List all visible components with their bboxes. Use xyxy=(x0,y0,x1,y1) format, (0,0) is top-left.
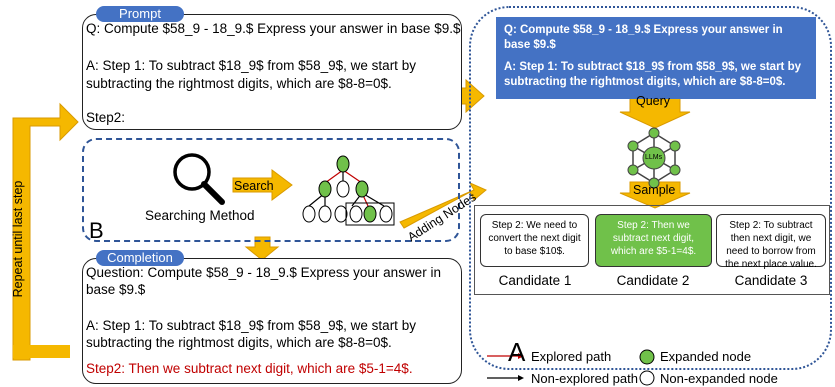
panel-a-letter: A xyxy=(508,337,526,367)
completion-step2: Step2: Then we subtract next digit, whic… xyxy=(86,361,413,376)
prompt-step2: Step2: xyxy=(86,110,126,125)
repeat-loop-label: Repeat until last step xyxy=(11,180,25,298)
legend-non-expanded-label: Non-expanded node xyxy=(660,371,778,386)
legend-non-expanded-node xyxy=(639,370,655,386)
legend-explored-label: Explored path xyxy=(531,349,612,364)
candidate-1-text: Step 2: We need to convert the next digi… xyxy=(488,220,581,257)
search-panel xyxy=(82,138,460,242)
sample-label: Sample xyxy=(633,183,676,197)
completion-question-line1: Question: Compute $58_9 - 18_9.$ Express… xyxy=(86,265,441,280)
completion-box xyxy=(82,258,462,384)
candidate-3-label: Candidate 3 xyxy=(734,273,808,288)
search-tree xyxy=(302,155,395,226)
candidate-2-box: Step 2: Then we subtract next digit, whi… xyxy=(595,214,712,267)
repeat-loop-bottom xyxy=(13,345,70,358)
candidates-frame xyxy=(474,205,830,295)
query-arrow xyxy=(619,97,691,129)
magnifier-icon xyxy=(173,153,225,205)
candidate-3-text: Step 2: To subtract then next digit, we … xyxy=(725,220,817,270)
completion-question-line2: base $9.$ xyxy=(86,282,146,297)
search-arrow xyxy=(232,169,293,201)
prompt-answer-line2: subtracting the rightmost digits, which … xyxy=(86,76,392,91)
prompt-question: Q: Compute $58_9 - 18_9.$ Express your a… xyxy=(86,21,461,36)
searching-method-label: Searching Method xyxy=(145,208,255,223)
completion-answer-line1: A: Step 1: To subtract $18_9$ from $58_9… xyxy=(86,318,416,333)
candidate-1-label: Candidate 1 xyxy=(498,273,572,288)
candidate-2-label: Candidate 2 xyxy=(616,273,690,288)
prompt-box xyxy=(82,14,462,130)
prompt-answer-line1: A: Step 1: To subtract $18_9$ from $58_9… xyxy=(86,58,416,73)
legend-expanded-node xyxy=(639,349,655,365)
legend-non-explored-arrow xyxy=(487,375,524,381)
panel-a xyxy=(469,6,832,370)
candidate-1-box: Step 2: We need to convert the next digi… xyxy=(480,214,589,267)
query-answer: A: Step 1: To subtract $18_9$ from $58_9… xyxy=(504,61,801,88)
legend-non-explored-label: Non-explored path xyxy=(531,371,638,386)
candidate-2-text: Step 2: Then we subtract next digit, whi… xyxy=(610,220,697,257)
completion-tag: Completion xyxy=(96,250,184,266)
panel-b-letter: B xyxy=(89,218,104,243)
llm-label: LLMs xyxy=(645,154,663,161)
query-box: Q: Compute $58_9 - 18_9.$ Express your a… xyxy=(496,17,816,99)
legend-expanded-label: Expanded node xyxy=(660,349,752,364)
sample-arrow xyxy=(619,181,691,209)
candidate-3-box: Step 2: To subtract then next digit, we … xyxy=(716,214,826,270)
query-label: Query xyxy=(636,94,671,108)
prompt-tag: Prompt xyxy=(96,6,184,22)
completion-answer-line2: subtracting the rightmost digits, which … xyxy=(86,335,392,350)
search-arrow-label: Search xyxy=(234,179,274,193)
query-question: Q: Compute $58_9 - 18_9.$ Express your a… xyxy=(504,24,783,51)
search-to-completion-arrow xyxy=(244,236,280,261)
repeat-loop-arrow xyxy=(12,102,79,361)
llm-hub-icon xyxy=(627,127,681,189)
